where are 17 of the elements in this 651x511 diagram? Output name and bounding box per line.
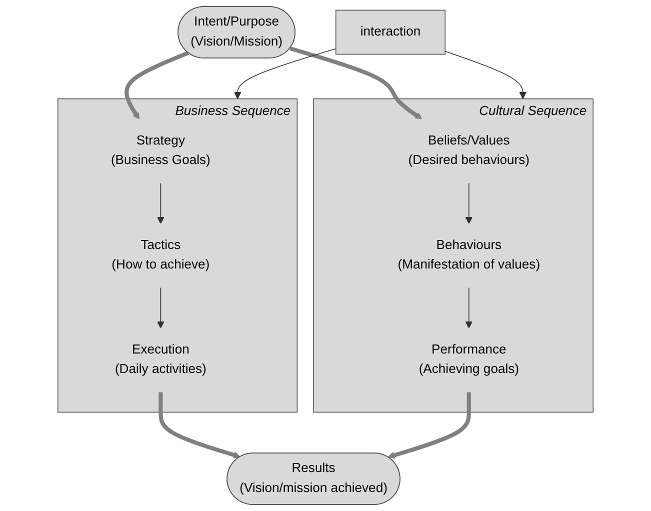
arrow (465, 286, 472, 328)
node-text: Behaviours (Manifestation of values) (398, 238, 540, 272)
node-text: Tactics (How to achieve) (112, 238, 210, 272)
arrow (157, 286, 164, 328)
arrow (158, 392, 241, 458)
node-text: Strategy (Business Goals) (110, 134, 210, 168)
node-text: Execution (Daily activities) (114, 342, 206, 376)
arrow (444, 50, 526, 100)
arrow (234, 48, 336, 100)
arrow (465, 182, 472, 224)
arrow (157, 182, 164, 224)
arrow (124, 50, 190, 120)
node-text: Beliefs/Values (Desired behaviours) (408, 134, 530, 168)
arrow (388, 392, 471, 459)
node-text: Performance (Achieving goals) (418, 342, 520, 376)
node-box: interaction (335, 10, 446, 55)
arrow (290, 46, 422, 120)
